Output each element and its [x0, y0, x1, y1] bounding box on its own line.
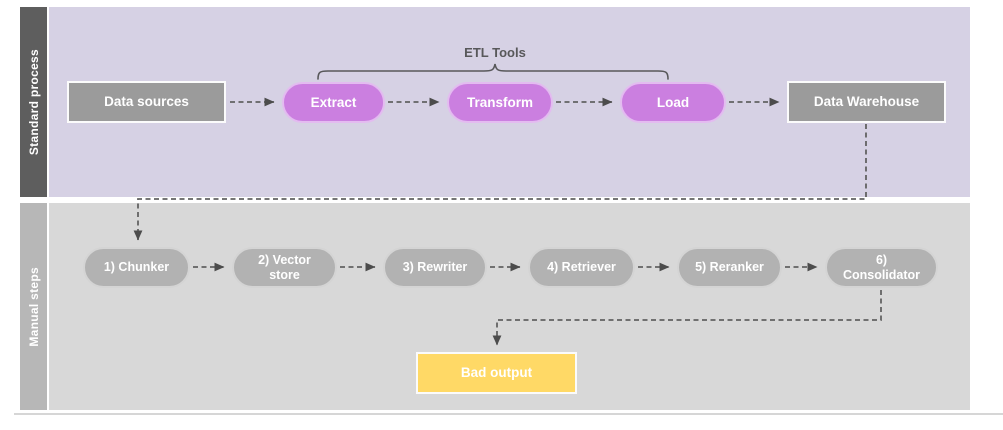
node-consolidator: 6) Consolidator [825, 247, 938, 288]
node-extract-label: Extract [310, 94, 357, 110]
node-data-warehouse-label: Data Warehouse [813, 94, 920, 110]
node-load: Load [620, 82, 726, 123]
lane-standard-process-label: Standard process [26, 48, 41, 156]
node-transform-label: Transform [466, 94, 534, 110]
node-retriever: 4) Retriever [528, 247, 635, 288]
node-rewriter-label: 3) Rewriter [402, 260, 468, 275]
lane-manual-steps-bar: Manual steps [20, 203, 47, 410]
page-bottom-divider [14, 413, 1003, 415]
node-bad-output: Bad output [416, 352, 577, 394]
node-chunker-label: 1) Chunker [103, 260, 170, 275]
node-extract: Extract [282, 82, 385, 123]
lane-standard-process-bar: Standard process [20, 7, 47, 197]
node-retriever-label: 4) Retriever [547, 260, 616, 275]
lane-manual-steps-label: Manual steps [26, 266, 41, 347]
node-bad-output-label: Bad output [460, 365, 533, 381]
node-load-label: Load [656, 94, 690, 110]
node-data-sources: Data sources [67, 81, 226, 123]
node-chunker: 1) Chunker [83, 247, 190, 288]
node-transform: Transform [447, 82, 553, 123]
node-data-warehouse: Data Warehouse [787, 81, 946, 123]
node-vector-store-label: 2) Vector store [258, 253, 311, 282]
etl-tools-group-label: ETL Tools [464, 45, 526, 60]
node-data-sources-label: Data sources [104, 94, 189, 110]
node-rewriter: 3) Rewriter [383, 247, 487, 288]
node-consolidator-label: 6) Consolidator [842, 253, 921, 282]
node-reranker: 5) Reranker [677, 247, 782, 288]
node-vector-store: 2) Vector store [232, 247, 337, 288]
node-reranker-label: 5) Reranker [695, 260, 764, 275]
